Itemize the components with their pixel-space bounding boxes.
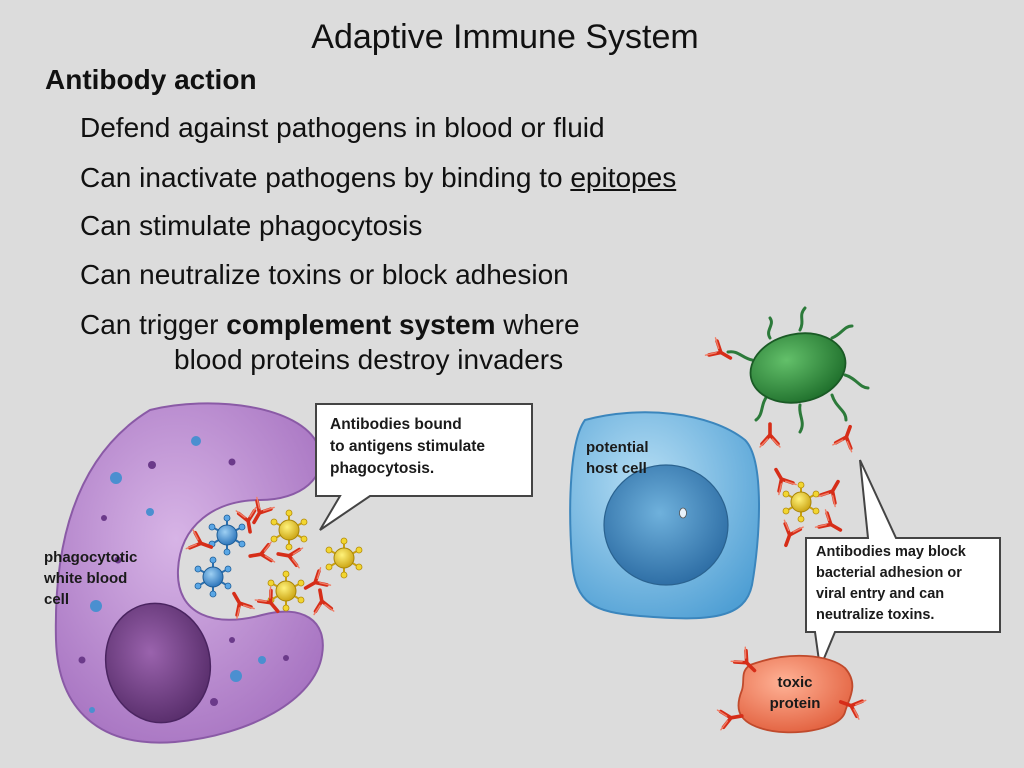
section-heading: Antibody action (45, 64, 257, 95)
callout-phagocytosis-text: Antibodies bound to antigens stimulate p… (330, 414, 485, 480)
toxic-protein (737, 654, 854, 734)
bullet-inactivate: Can inactivate pathogens by binding to e… (80, 162, 676, 194)
callout-neutralize-text: Antibodies may block bacterial adhesion … (816, 542, 966, 626)
bullet-complement-post: where (495, 309, 580, 340)
callout-neutralize-line-3: viral entry and can (816, 586, 945, 602)
callout-phagocytosis-line-2: to antigens stimulate (330, 438, 486, 455)
white-cell-label-line-2: white blood (44, 570, 128, 587)
bullet-phagocytosis: Can stimulate phagocytosis (80, 210, 423, 241)
white-cell-label: phagocytotic white blood cell (44, 547, 137, 610)
term-epitopes: epitopes (570, 162, 677, 193)
host-cell-label-line-2: host cell (586, 460, 647, 477)
white-cell-label-line-3: cell (44, 591, 70, 608)
virus-particle (765, 462, 849, 551)
slide-title: Adaptive Immune System (311, 18, 699, 56)
bacterium (726, 306, 870, 434)
host-cell-label: potential host cell (586, 437, 649, 479)
bullet-inactivate-text: Can inactivate pathogens by binding to (80, 162, 571, 193)
host-cell-label-line-1: potential (586, 439, 649, 456)
host-cell-nucleus (603, 464, 729, 586)
callout-neutralize-line-2: bacterial adhesion or (816, 565, 962, 581)
toxin-label: toxic protein (760, 672, 830, 714)
toxin-label-line-1: toxic (777, 674, 813, 691)
white-cell-nucleus (104, 602, 212, 724)
callout-neutralize-line-4: neutralize toxins. (816, 607, 935, 623)
callout-phagocytosis-box (315, 403, 533, 531)
callout-phagocytosis-line-3: phagocytosis. (330, 460, 435, 477)
toxin-label-line-2: protein (769, 695, 821, 712)
bullet-complement: Can trigger complement system where (80, 309, 580, 341)
bullet-neutralize: Can neutralize toxins or block adhesion (80, 259, 569, 290)
callout-phagocytosis-line-1: Antibodies bound (330, 416, 462, 433)
term-complement-system: complement system (226, 309, 496, 340)
bullet-complement-pre: Can trigger (80, 309, 227, 340)
white-cell-granules (78, 436, 289, 713)
callout-neutralize-box (805, 459, 1001, 672)
white-cell-label-line-1: phagocytotic (44, 549, 138, 566)
callout-neutralize-line-1: Antibodies may block (816, 544, 966, 560)
bullet-complement-continuation: blood proteins destroy invaders (174, 344, 564, 375)
bullet-defend: Defend against pathogens in blood or flu… (80, 112, 605, 143)
